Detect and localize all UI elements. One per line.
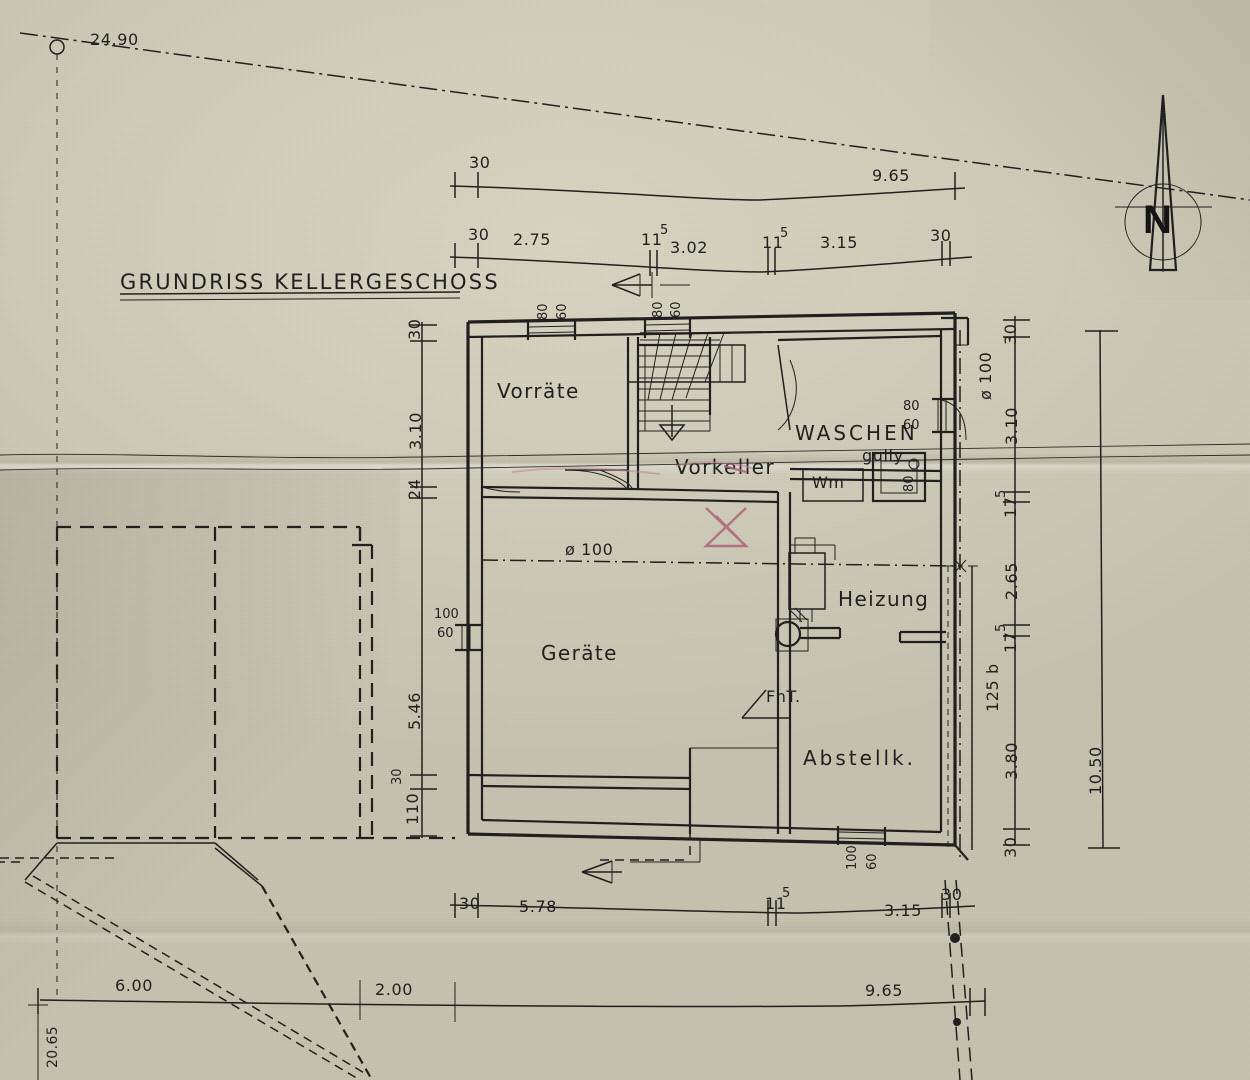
fixture-label-gully-size: 80 — [902, 475, 917, 492]
pipe-label-vertical: 125 b — [983, 663, 1002, 712]
dim-top-inner-6: 30 — [930, 226, 952, 245]
dim-right-5: 3.80 — [1002, 741, 1021, 780]
north-arrow-graphic — [1115, 94, 1212, 272]
dim-left-0: 30 — [405, 318, 424, 340]
dim-top-outer-0: 30 — [469, 153, 491, 172]
window-label-south-height: 60 — [865, 853, 880, 870]
dim-right-6: 30 — [1001, 836, 1020, 858]
dim-top-inner-4-sup: 5 — [780, 226, 789, 241]
site-boundary-top — [19, 32, 1250, 1000]
window-label-top-left-width: 80 — [536, 303, 551, 320]
staircase — [628, 332, 746, 442]
window-label-top-left-height: 60 — [555, 303, 570, 320]
dim-top-inner-1: 2.75 — [513, 230, 552, 249]
dim-bottom-inner-0: 30 — [459, 894, 481, 913]
fixture-label-fht: FhT. — [766, 687, 801, 706]
dim-top-outer-1: 9.65 — [872, 166, 911, 185]
gully-symbol — [871, 451, 927, 503]
room-label-geraete: Geräte — [541, 641, 618, 665]
washing-machine-symbol — [802, 468, 864, 502]
windows — [455, 319, 955, 846]
dimension-lines — [28, 172, 1120, 1080]
dim-bottom-site-2: 9.65 — [865, 981, 904, 1000]
dim-top-inner-2-sup: 5 — [660, 223, 669, 238]
window-label-top-right-height: 60 — [669, 301, 684, 318]
dim-top-inner-4: 11 — [762, 233, 784, 252]
dim-right-4-sup: 5 — [994, 623, 1009, 632]
window-label-west-width: 100 — [434, 607, 459, 622]
dim-right-2-sup: 5 — [994, 489, 1009, 498]
room-label-abstellk: Abstellk. — [803, 746, 916, 770]
fixture-label-wm: Wm — [812, 473, 845, 492]
dim-top-inner-0: 30 — [468, 225, 490, 244]
dim-left-2: 24 — [405, 478, 424, 500]
dim-site-top: 24.90 — [90, 30, 139, 49]
pipe-label-center: ø 100 — [565, 540, 614, 559]
dim-left-1: 3.10 — [406, 411, 425, 450]
site-contour-lines — [0, 443, 1250, 471]
dim-bottom-inner-2: 11 — [765, 894, 787, 913]
dim-left-4: 30 — [390, 768, 405, 785]
dim-right-2: 17 — [1001, 496, 1020, 518]
north-arrow-label: N — [1143, 198, 1172, 242]
dim-bottom-inner-2-sup: 5 — [782, 886, 791, 901]
site-plot-outline — [0, 525, 455, 1080]
dim-right-0: 30 — [1001, 323, 1020, 345]
boiler-symbol — [774, 537, 946, 652]
dim-bottom-inner-1: 5.78 — [519, 897, 558, 916]
building-walls — [466, 311, 970, 847]
dim-bottom-site-1: 2.00 — [375, 980, 414, 999]
window-label-east-height: 60 — [903, 418, 920, 433]
dim-right-3: 2.65 — [1002, 561, 1021, 600]
window-label-west-height: 60 — [437, 626, 454, 641]
dim-bottom-site-0: 6.00 — [115, 976, 154, 995]
room-label-waschen: WASCHEN — [795, 421, 918, 445]
window-label-top-right-width: 80 — [651, 301, 666, 318]
dim-left-3: 5.46 — [405, 691, 424, 730]
pipe-label-right: ø 100 — [976, 351, 995, 400]
title-underline — [119, 291, 461, 301]
page-title: GRUNDRISS KELLERGESCHOSS — [120, 270, 500, 294]
dim-bottom-inner-3: 3.15 — [884, 901, 923, 920]
room-label-vorkeller: Vorkeller — [675, 455, 776, 479]
doors — [481, 344, 967, 770]
dim-right-4: 17 — [1001, 631, 1020, 653]
window-label-east-width: 80 — [903, 399, 920, 414]
pipe-centerlines — [481, 330, 978, 1080]
dim-top-inner-2: 11 — [641, 230, 663, 249]
dim-top-inner-3: 3.02 — [670, 238, 709, 257]
fixture-label-gully: gully — [862, 446, 904, 465]
dim-bottom-inner-4: 30 — [941, 885, 963, 904]
room-label-vorraete: Vorräte — [497, 379, 580, 403]
dim-right-outer-0: 10.50 — [1086, 746, 1105, 795]
room-label-heizung: Heizung — [838, 587, 930, 611]
dim-top-inner-5: 3.15 — [820, 233, 859, 252]
dim-right-1: 3.10 — [1002, 406, 1021, 445]
dim-left-5: 110 — [403, 792, 422, 825]
dim-site-left: 20.65 — [45, 1025, 61, 1068]
window-label-south-width: 100 — [845, 845, 860, 870]
